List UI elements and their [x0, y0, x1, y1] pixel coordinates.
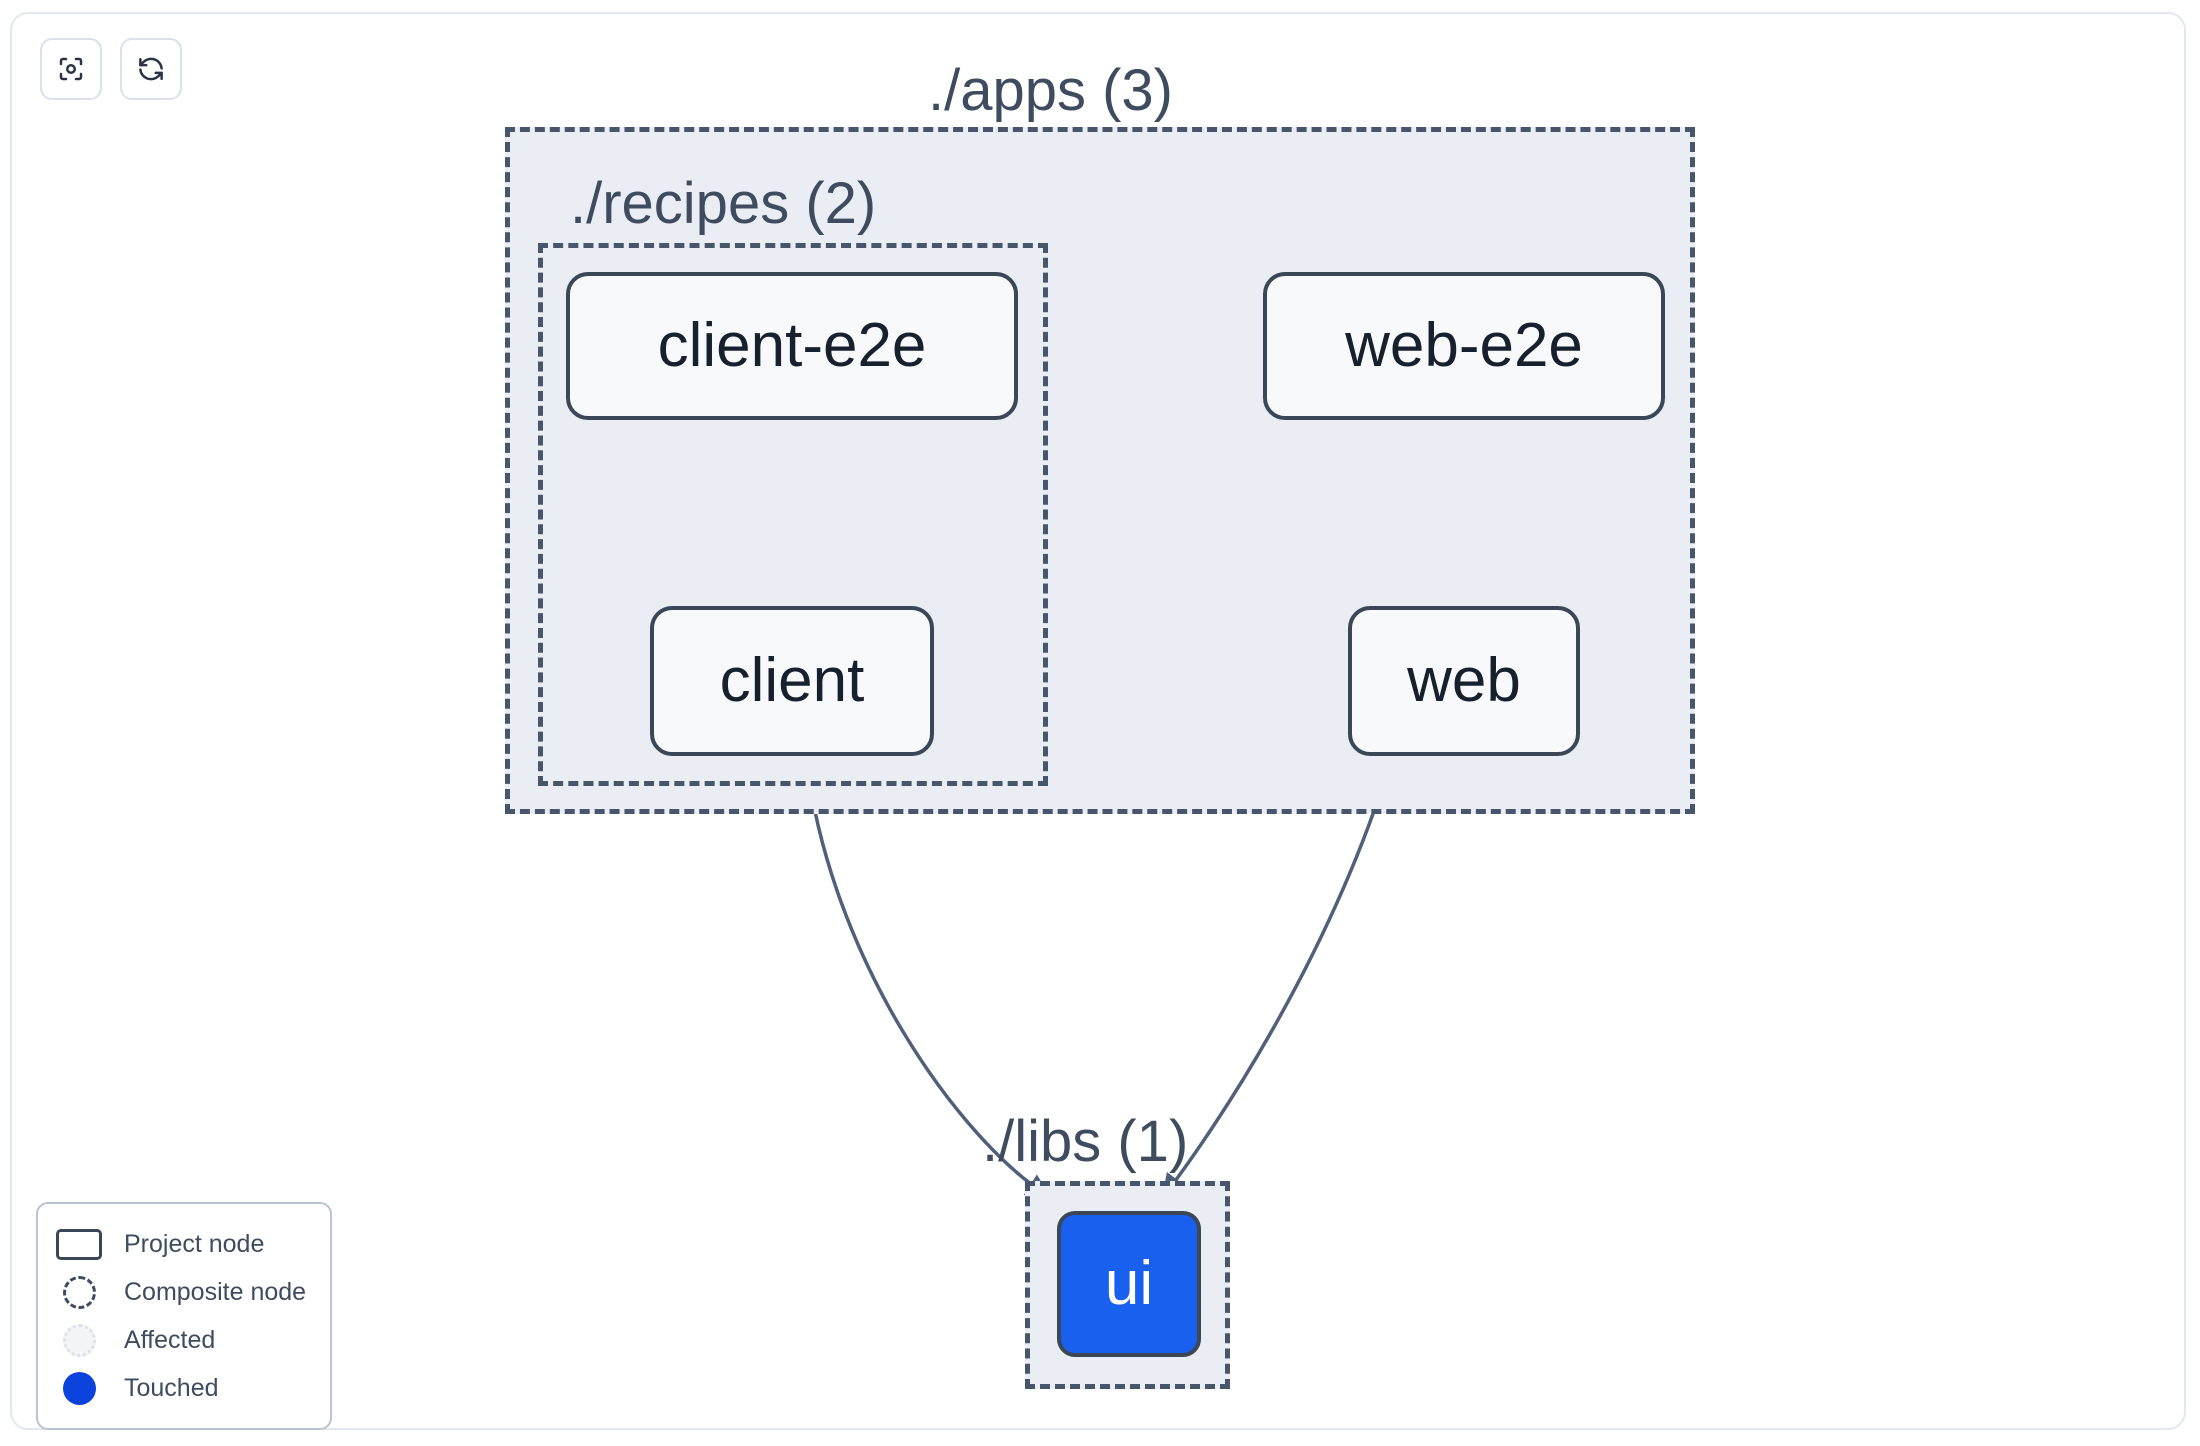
graph-legend: Project node Composite node Affected Tou…	[36, 1202, 332, 1430]
project-node-ui[interactable]: ui	[1057, 1211, 1201, 1357]
focus-icon	[56, 54, 86, 84]
legend-item-composite-node: Composite node	[56, 1268, 312, 1316]
legend-item-affected: Affected	[56, 1316, 312, 1364]
composite-node-swatch-icon	[56, 1275, 102, 1309]
legend-label-touched: Touched	[124, 1373, 219, 1402]
graph-toolbar	[40, 38, 182, 100]
edge-client-to-ui	[804, 756, 1051, 1198]
project-node-web[interactable]: web	[1348, 606, 1580, 756]
group-label-libs: ./libs (1)	[982, 1109, 1189, 1174]
affected-swatch-icon	[56, 1323, 102, 1357]
legend-label-affected: Affected	[124, 1325, 216, 1354]
project-node-client[interactable]: client	[650, 606, 934, 756]
project-node-client-e2e[interactable]: client-e2e	[566, 272, 1018, 420]
project-node-swatch-icon	[56, 1228, 102, 1260]
refresh-graph-button[interactable]	[120, 38, 182, 100]
edge-web-to-ui	[1161, 756, 1394, 1199]
legend-item-project-node: Project node	[56, 1220, 312, 1268]
project-node-web-e2e[interactable]: web-e2e	[1263, 272, 1665, 420]
legend-label-project-node: Project node	[124, 1229, 265, 1258]
group-label-apps: ./apps (3)	[928, 58, 1173, 123]
refresh-icon	[136, 54, 166, 84]
focus-graph-button[interactable]	[40, 38, 102, 100]
group-label-recipes: ./recipes (2)	[570, 171, 877, 236]
legend-label-composite-node: Composite node	[124, 1277, 307, 1306]
touched-swatch-icon	[56, 1371, 102, 1405]
legend-item-touched: Touched	[56, 1364, 312, 1412]
